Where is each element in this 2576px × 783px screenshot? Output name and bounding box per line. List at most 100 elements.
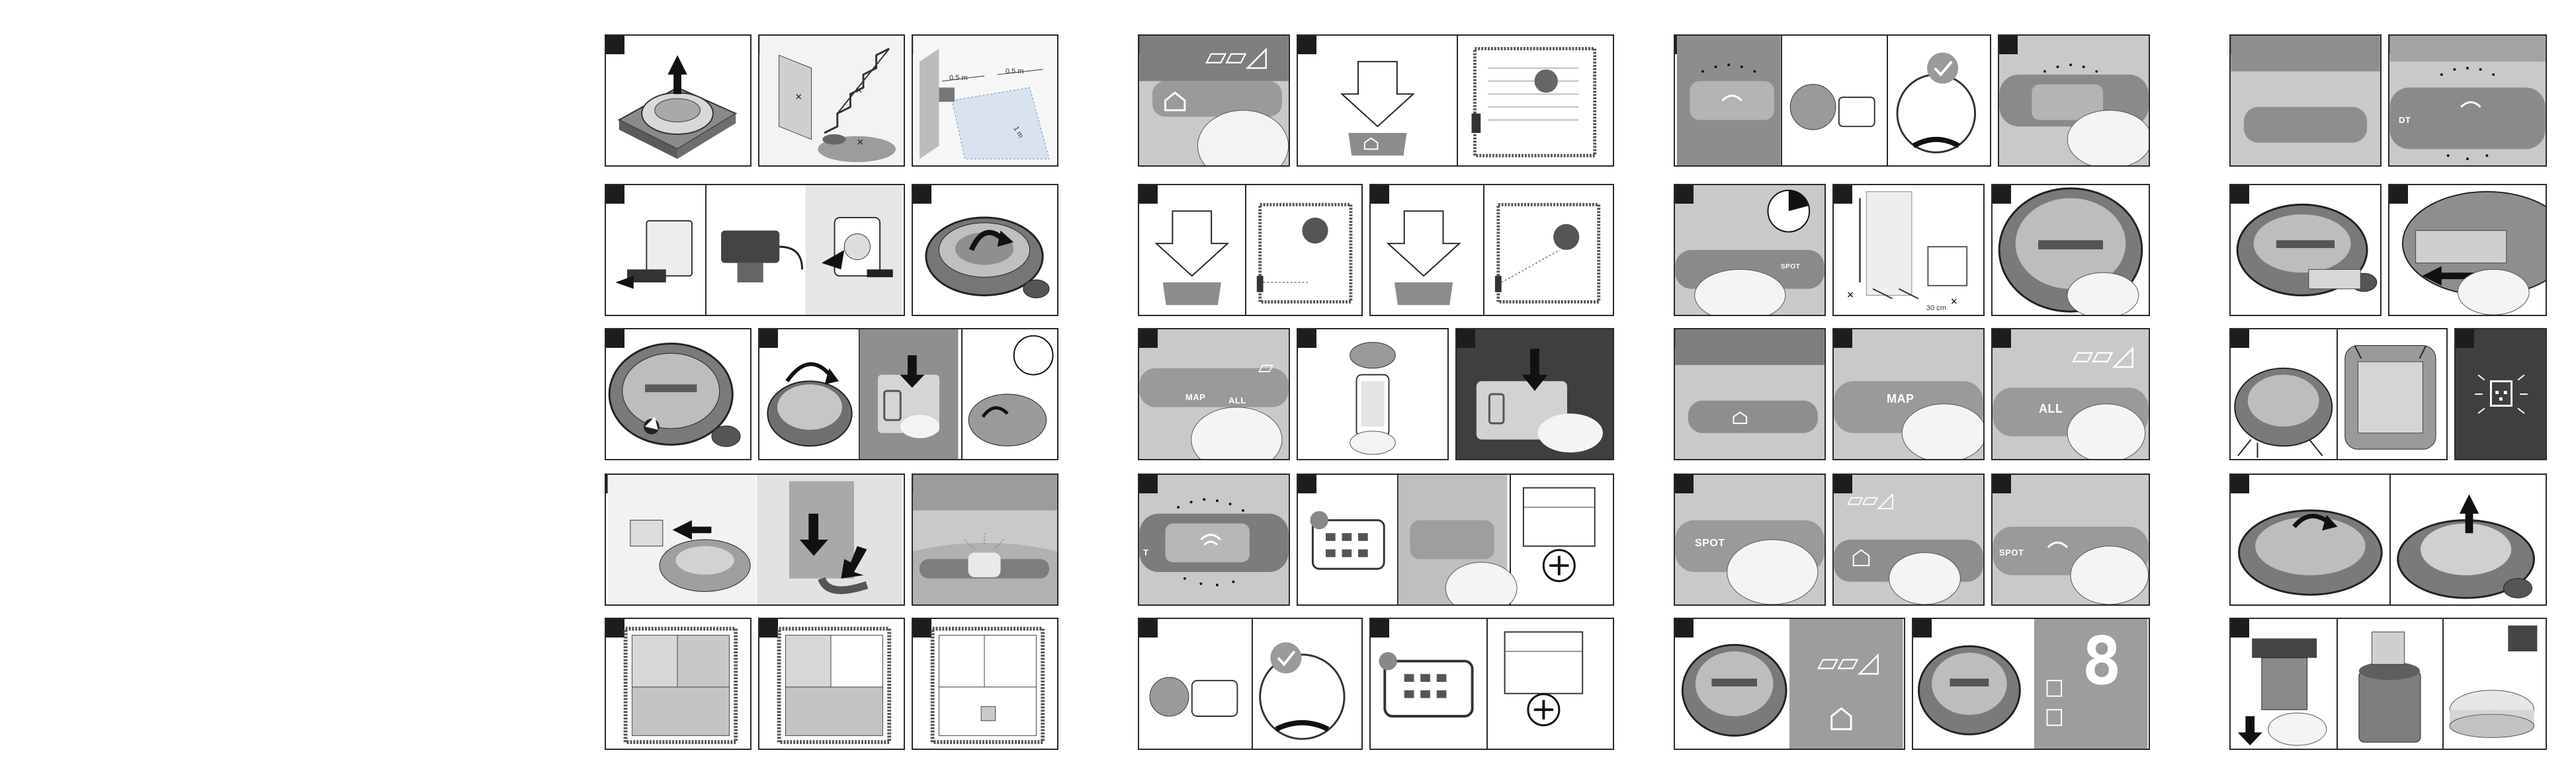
illustration-panel	[1991, 184, 2150, 316]
step-marker	[1999, 36, 2018, 54]
illustration-panel: 8	[1912, 618, 2150, 750]
step-marker	[1834, 185, 1852, 204]
dimension-left: 0.5 m	[949, 74, 968, 82]
illustration-panel: ▱▱◿	[1832, 474, 1985, 606]
illustration-panel	[1138, 618, 1363, 750]
step-marker	[1675, 185, 1694, 204]
power-adapter-illustration	[615, 185, 902, 315]
step-marker	[1675, 475, 1694, 493]
step-marker	[1457, 329, 1475, 348]
step-marker	[606, 36, 624, 54]
step-marker	[913, 619, 931, 638]
home-button-illustration	[1675, 329, 1825, 433]
illustration-panel	[2388, 184, 2547, 316]
base-clearance-illustration	[913, 36, 1057, 165]
illustration-panel	[2229, 474, 2547, 606]
map-button-label: MAP	[1185, 392, 1206, 402]
illustration-panel	[912, 474, 1058, 606]
wifi-status-illustration	[2389, 36, 2546, 161]
step-marker	[1371, 619, 1389, 638]
battery-indicator: ▱▱◿	[1205, 40, 1267, 72]
step-marker	[759, 619, 778, 638]
step-marker	[1913, 619, 1932, 638]
illustration-panel: 0.5 m 0.5 m 1 m	[912, 34, 1058, 167]
step-marker	[2231, 475, 2249, 493]
dock-connect-illustration	[1386, 202, 1601, 306]
step-marker	[1139, 619, 1158, 638]
illustration-panel	[1998, 34, 2150, 167]
all-button-label: ALL	[2039, 402, 2063, 415]
battery-indicator: ▱▱◿	[2072, 339, 2133, 371]
robot-unbox-illustration	[617, 55, 738, 159]
step-marker	[606, 329, 624, 348]
map-button-press-illustration	[1834, 381, 1983, 459]
switch-off-illustration	[1476, 349, 1603, 453]
step-marker	[913, 185, 931, 204]
illustration-panel: T	[1138, 474, 1290, 606]
illustration-panel	[1674, 34, 1991, 167]
step-marker	[1834, 475, 1852, 493]
dust-bin-slide-illustration	[2402, 190, 2546, 315]
illustration-panel	[2229, 184, 2382, 316]
illustration-panel: DT	[2388, 34, 2547, 167]
dust-bin-remove-illustration	[2236, 203, 2378, 297]
illustration-panel: × × ×	[758, 34, 905, 167]
empty-bin-illustration	[2237, 625, 2538, 746]
illustration-panel: ▱▱◿	[1674, 618, 1905, 750]
battery-indicator: ▱	[1258, 356, 1273, 379]
illustration-panel	[912, 618, 1058, 750]
step-marker	[2231, 185, 2249, 204]
wifi-pairing-sequence-illustration	[1676, 36, 1977, 165]
step-marker	[2231, 619, 2249, 638]
robot-lid-open-illustration	[925, 216, 1050, 299]
t-button-label: T	[1143, 548, 1149, 557]
dt-button-label: DT	[2399, 115, 2411, 125]
step-marker	[1993, 329, 2011, 348]
spot-wifi-buttons-illustration	[1993, 526, 2149, 604]
illustration-panel	[605, 328, 751, 460]
illustration-panel: ▱▱◿	[1138, 34, 1290, 167]
home-button-press-illustration	[1139, 36, 1289, 165]
illustration-panel	[1138, 184, 1363, 316]
all-button-label: ALL	[1228, 395, 1246, 405]
illustration-panel	[2454, 328, 2547, 460]
illustration-panel: SPOT	[1674, 474, 1826, 606]
illustration-panel	[1369, 618, 1614, 750]
illustration-panel	[2229, 618, 2547, 750]
all-button-press-illustration	[1993, 388, 2149, 459]
wifi-button-illustration	[1139, 498, 1289, 587]
map-button-label: MAP	[1887, 392, 1914, 405]
app-add-device-illustration	[1379, 631, 1584, 727]
illustration-panel	[1297, 34, 1614, 167]
robot-status-display-illustration	[1681, 619, 1903, 749]
spot-button-label: SPOT	[1781, 263, 1801, 270]
illustration-panel	[2229, 328, 2448, 460]
floor-plan-illustration	[930, 626, 1045, 745]
illustration-panel	[605, 474, 905, 606]
obstacle-clearance-illustration: ××	[1847, 191, 1968, 308]
dock-return-illustration	[1154, 202, 1353, 306]
step-marker	[1675, 619, 1694, 638]
bin-full-indicator-illustration	[2475, 374, 2528, 414]
step-marker	[1298, 36, 1316, 54]
side-brush-illustration	[2234, 345, 2436, 458]
illustration-panel	[758, 618, 905, 750]
home-return-path-illustration	[1340, 47, 1597, 157]
pairing-confirmation-illustration	[1149, 642, 1346, 740]
illustration-panel	[605, 618, 751, 750]
step-marker	[1298, 475, 1316, 493]
step-marker	[2389, 185, 2408, 204]
svg-text:×: ×	[1847, 288, 1854, 302]
page-4: DT	[2229, 0, 2547, 783]
battery-indicator: ▱▱◿	[1847, 487, 1893, 512]
app-pairing-illustration	[1310, 475, 1596, 604]
robot-bottom-illustration	[608, 343, 741, 447]
step-marker	[1993, 475, 2011, 493]
illustration-panel: SPOT	[1991, 474, 2150, 606]
step-marker	[1139, 475, 1158, 493]
control-panel-illustration	[913, 475, 1057, 604]
floor-plan-illustration	[777, 626, 892, 745]
battery-indicator: ▱▱◿	[1817, 645, 1879, 678]
illustration-panel	[2229, 34, 2382, 167]
step-marker	[1139, 185, 1158, 204]
